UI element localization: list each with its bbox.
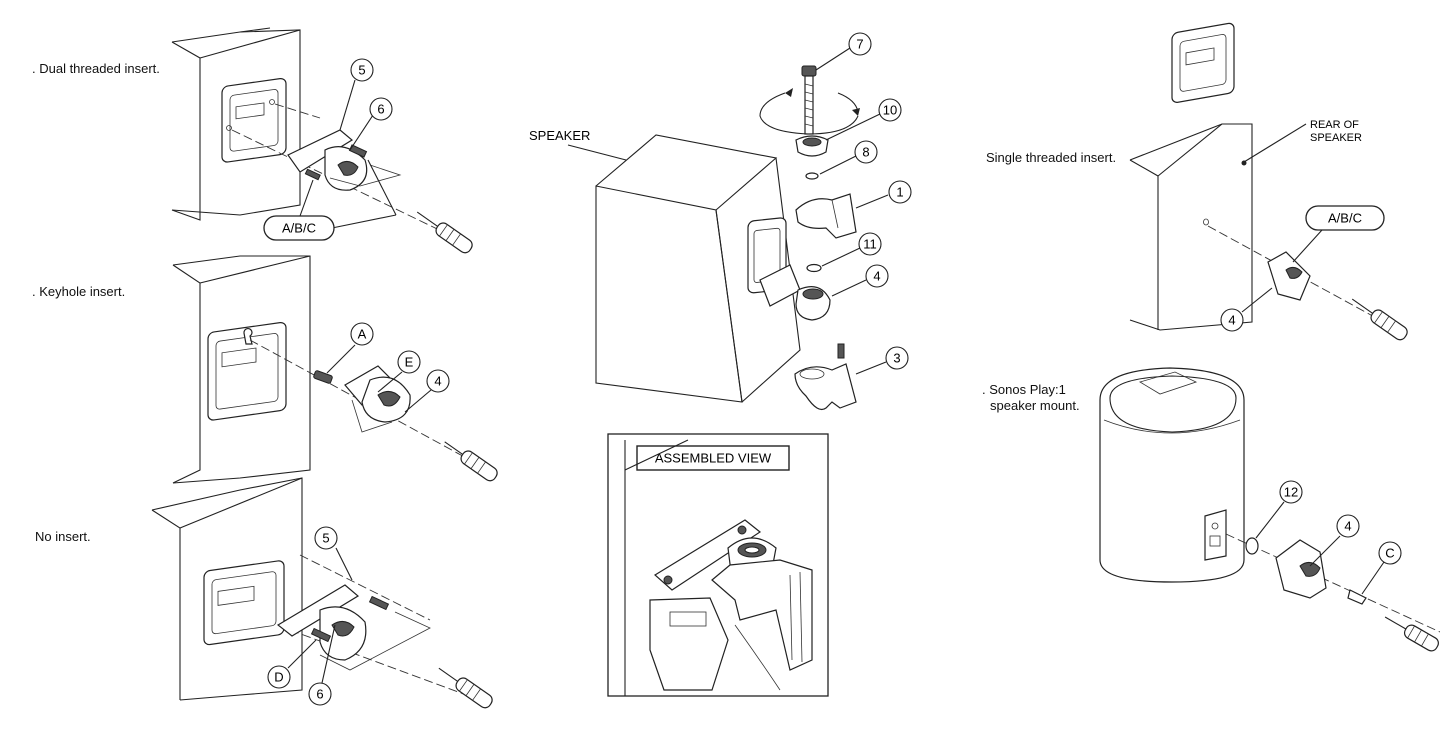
callout-exploded-3: 3: [885, 346, 909, 370]
sonos-play1-panel: [1099, 367, 1440, 652]
svg-text:A/B/C: A/B/C: [1328, 211, 1362, 226]
callout-keyhole-e: E: [397, 350, 421, 374]
svg-text:D: D: [274, 670, 283, 685]
dual-insert-panel: [171, 27, 473, 254]
callout-sonos-c: C: [1378, 541, 1402, 565]
callout-exploded-10: 10: [878, 98, 902, 122]
callout-sonos-4: 4: [1336, 514, 1360, 538]
speaker-label: SPEAKER: [529, 128, 590, 143]
svg-text:10: 10: [883, 103, 897, 118]
callout-dual-6: 6: [369, 97, 393, 121]
no-insert-panel: [151, 477, 493, 709]
callout-exploded-7: 7: [848, 32, 872, 56]
exploded-view-panel: SPEAKER: [529, 47, 889, 411]
svg-text:C: C: [1385, 546, 1394, 561]
assembled-view-inset: ASSEMBLED VIEW: [607, 433, 829, 697]
svg-text:4: 4: [434, 374, 441, 389]
svg-text:12: 12: [1284, 485, 1298, 500]
callout-keyhole-a: A: [350, 322, 374, 346]
callout-dual-5: 5: [350, 58, 374, 82]
callout-exploded-1: 1: [888, 180, 912, 204]
caption-dual-threaded-insert: . Dual threaded insert.: [32, 61, 160, 76]
svg-text:6: 6: [377, 102, 384, 117]
svg-text:8: 8: [862, 145, 869, 160]
caption-sonos-play1-line1: . Sonos Play:1: [982, 382, 1066, 397]
caption-sonos-play1-line2: speaker mount.: [990, 398, 1080, 413]
keyhole-insert-panel: [172, 255, 498, 484]
assembled-view-label: ASSEMBLED VIEW: [655, 451, 772, 466]
svg-text:5: 5: [358, 63, 365, 78]
callout-exploded-4: 4: [865, 264, 889, 288]
svg-text:E: E: [405, 355, 414, 370]
svg-text:A/B/C: A/B/C: [282, 221, 316, 236]
callout-single-abc: A/B/C: [1305, 205, 1385, 231]
rear-of-speaker-line1: REAR OF: [1310, 119, 1359, 131]
svg-text:6: 6: [316, 687, 323, 702]
svg-text:11: 11: [863, 237, 877, 252]
svg-text:1: 1: [896, 185, 903, 200]
callout-none-6: 6: [308, 682, 332, 706]
callout-exploded-11: 11: [858, 232, 882, 256]
callout-exploded-8: 8: [854, 140, 878, 164]
rear-of-speaker-line2: SPEAKER: [1310, 132, 1362, 144]
callout-none-d: D: [267, 665, 291, 689]
callout-none-5: 5: [314, 526, 338, 550]
svg-text:A: A: [358, 327, 367, 342]
caption-single-threaded-insert: Single threaded insert.: [986, 150, 1117, 165]
caption-no-insert: No insert.: [35, 529, 91, 544]
single-insert-panel: REAR OF SPEAKER: [1129, 22, 1408, 341]
callout-single-4: 4: [1220, 308, 1244, 332]
svg-text:7: 7: [856, 37, 863, 52]
svg-text:4: 4: [873, 269, 880, 284]
svg-text:4: 4: [1344, 519, 1351, 534]
callout-sonos-12: 12: [1279, 480, 1303, 504]
svg-text:3: 3: [893, 351, 900, 366]
caption-keyhole-insert: . Keyhole insert.: [32, 284, 126, 299]
callout-dual-abc: A/B/C: [263, 215, 335, 241]
svg-text:5: 5: [322, 531, 329, 546]
svg-text:4: 4: [1228, 313, 1235, 328]
callout-keyhole-4: 4: [426, 369, 450, 393]
